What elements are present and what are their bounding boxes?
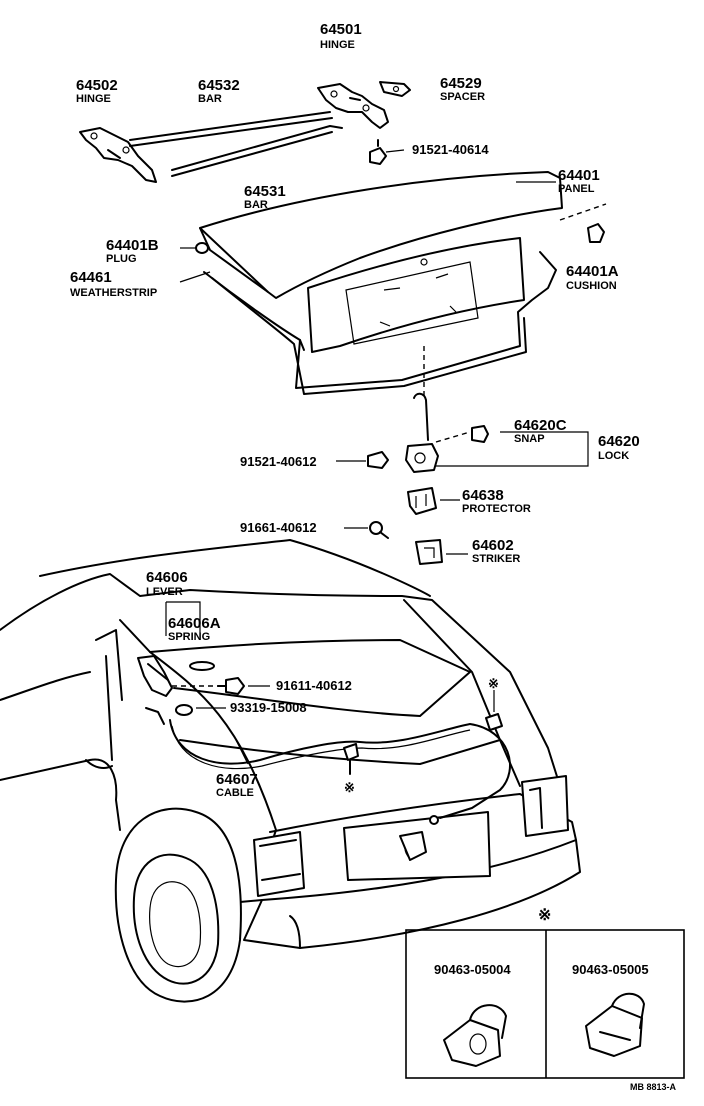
inset-right-part-number: 90463-05005 xyxy=(572,962,649,977)
label-64401B-name: PLUG xyxy=(106,253,137,265)
bar-64532-drawing xyxy=(129,111,333,147)
label-64401A-number: 64401A xyxy=(566,263,619,280)
label-64501-number: 64501 xyxy=(320,21,362,38)
leader-64461 xyxy=(179,271,211,283)
hinge-64502-drawing xyxy=(79,127,157,183)
label-64602-name: STRIKER xyxy=(472,553,520,565)
label-64620-name: LOCK xyxy=(598,450,629,462)
label-64461-name: WEATHERSTRIP xyxy=(70,287,157,299)
cushion-64401A-drawing xyxy=(587,223,605,243)
label-64620-number: 64620 xyxy=(598,433,640,450)
protector-64638-drawing xyxy=(407,487,437,515)
cable-clip-drawing-1 xyxy=(485,713,503,731)
label-64461-number: 64461 xyxy=(70,269,112,286)
bolt-91521-40614-drawing xyxy=(369,139,387,165)
bracket-64606 xyxy=(165,601,201,640)
label-64620C-number: 64620C xyxy=(514,417,567,434)
leader-91521-40614 xyxy=(385,149,405,153)
inset-left-part-number: 90463-05004 xyxy=(434,962,511,977)
label-64502-number: 64502 xyxy=(76,77,118,94)
striker-64602-drawing xyxy=(415,539,443,565)
label-64638-name: PROTECTOR xyxy=(462,503,531,515)
snap-64620C-drawing xyxy=(471,425,489,443)
clip-marker-2: ※ xyxy=(344,780,355,795)
inset-box xyxy=(405,929,685,1079)
label-64401B-number: 64401B xyxy=(106,237,159,254)
bracket-64620 xyxy=(436,431,589,467)
bolt-91611-40612-drawing xyxy=(217,677,245,695)
spring-64606A-drawing xyxy=(189,661,215,671)
label-64607-number: 64607 xyxy=(216,771,258,788)
bolt-91661-40612-drawing xyxy=(369,521,389,539)
label-64529-name: SPACER xyxy=(440,91,485,103)
label-64401-name: PANEL xyxy=(558,183,595,195)
label-64401A-name: CUSHION xyxy=(566,280,617,292)
label-64531-number: 64531 xyxy=(244,183,286,200)
dash-panel-cushion xyxy=(559,203,607,221)
clip-90463-05005-drawing xyxy=(585,992,645,1057)
leader-64607 xyxy=(235,739,249,765)
label-64638-number: 64638 xyxy=(462,487,504,504)
clip-93319-15008-drawing xyxy=(145,704,193,725)
label-64606-number: 64606 xyxy=(146,569,188,586)
label-64607-name: CABLE xyxy=(216,787,254,799)
label-91611-40612: 91611-40612 xyxy=(276,678,352,693)
dash-lock-snap xyxy=(435,431,471,443)
car-body-drawing xyxy=(0,539,581,1003)
label-64529-number: 64529 xyxy=(440,75,482,92)
clip-marker-1: ※ xyxy=(488,676,499,691)
label-64606A-number: 64606A xyxy=(168,615,221,632)
label-93319-15008: 93319-15008 xyxy=(230,700,307,715)
reference-code: MB 8813-A xyxy=(630,1082,677,1092)
label-64606A-name: SPRING xyxy=(168,631,210,643)
plug-64401B-drawing xyxy=(195,242,209,254)
lock-64620-drawing xyxy=(405,392,439,473)
label-64502-name: HINGE xyxy=(76,93,111,105)
label-64501-name: HINGE xyxy=(320,39,355,51)
weatherstrip-64461-drawing xyxy=(203,251,557,395)
label-64532-number: 64532 xyxy=(198,77,240,94)
hinge-64501-drawing xyxy=(317,83,389,129)
clip-90463-05004-drawing xyxy=(443,1004,507,1067)
label-64606-name: LEVER xyxy=(146,586,183,598)
label-64401-number: 64401 xyxy=(558,167,600,184)
lever-64606-drawing xyxy=(137,655,173,697)
label-91521-40614: 91521-40614 xyxy=(412,142,489,157)
cable-clip-drawing-2 xyxy=(343,743,359,775)
label-64602-number: 64602 xyxy=(472,537,514,554)
bar-64531-drawing xyxy=(171,125,343,177)
panel-64401-drawing xyxy=(199,171,563,353)
bolt-91521-40612-drawing xyxy=(367,451,389,469)
label-91661-40612: 91661-40612 xyxy=(240,520,317,535)
label-64620C-name: SNAP xyxy=(514,433,545,445)
label-91521-40612: 91521-40612 xyxy=(240,454,317,469)
spacer-64529-drawing xyxy=(379,81,411,97)
label-64532-name: BAR xyxy=(198,93,222,105)
label-64531-name: BAR xyxy=(244,199,268,211)
inset-marker: ※ xyxy=(538,907,551,924)
cable-64607-drawing xyxy=(169,719,511,825)
